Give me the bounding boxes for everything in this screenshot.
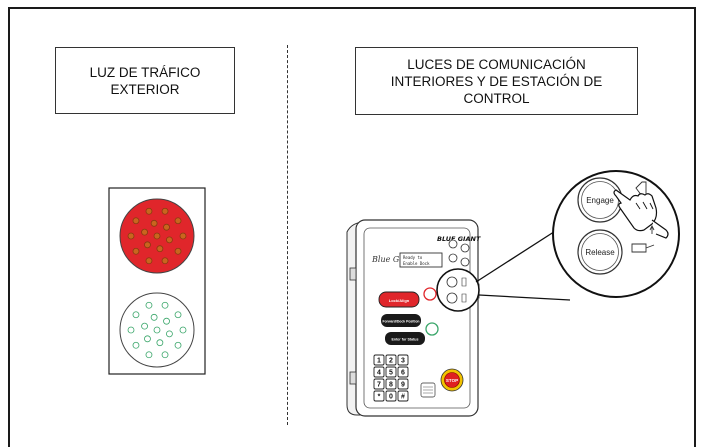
green-led (179, 326, 187, 334)
red-led (127, 232, 135, 240)
keypad-key-label: 0 (389, 394, 393, 401)
green-led (132, 341, 140, 349)
red-led (174, 217, 182, 225)
green-led (141, 322, 148, 330)
svg-text:Forward/Dock Position: Forward/Dock Position (383, 320, 420, 324)
green-led (166, 330, 173, 338)
up-button[interactable] (460, 243, 470, 253)
green-light-leds (127, 301, 187, 359)
keypad-key-label: 7 (377, 382, 381, 389)
illustration-canvas: BLUE GIANT Blue Genius Ready to Enable D… (108, 170, 680, 417)
keypad-key[interactable] (385, 366, 397, 378)
control-station: BLUE GIANT Blue Genius Ready to Enable D… (346, 219, 481, 417)
red-led (153, 232, 161, 240)
svg-text:Lock/Align: Lock/Align (389, 298, 410, 303)
keypad-key-label: * (378, 394, 381, 401)
hand-pointer-icon (613, 189, 669, 239)
green-led (132, 311, 140, 319)
red-led (156, 245, 164, 253)
red-led (179, 232, 187, 240)
green-led (153, 326, 161, 334)
interior-label-text: LUCES DE COMUNICACIÓN INTERIORES Y DE ES… (390, 56, 603, 106)
green-led (161, 351, 169, 359)
brand-logo: BLUE GIANT (437, 235, 481, 243)
red-led (150, 219, 158, 227)
red-led (145, 207, 153, 215)
engage-label: Engage (586, 196, 614, 205)
red-led (174, 247, 182, 255)
enter-button[interactable] (448, 253, 458, 263)
interior-lights-label: LUCES DE COMUNICACIÓN INTERIORES Y DE ES… (355, 47, 638, 115)
keypad-key[interactable] (385, 378, 397, 390)
red-led (132, 217, 140, 225)
lcd-line-1: Ready to (403, 255, 423, 260)
red-led (161, 207, 169, 215)
red-light-leds (127, 207, 187, 265)
release-button[interactable] (577, 229, 623, 275)
green-led (150, 313, 158, 321)
keypad-key[interactable] (397, 366, 409, 378)
forward-position-button[interactable] (381, 314, 421, 327)
green-led (156, 339, 164, 347)
truck-green-indicator (425, 322, 439, 336)
lock-align-button[interactable] (378, 291, 420, 308)
keypad-key-label: 1 (377, 358, 381, 365)
green-led (144, 335, 151, 343)
release-label: Release (585, 248, 615, 257)
red-led (145, 257, 153, 265)
red-led (144, 241, 151, 249)
green-led (145, 351, 153, 359)
lcd-line-2: Enable Dock (403, 261, 430, 266)
lcd-display (399, 252, 443, 268)
keypad-key-label: 3 (401, 358, 405, 365)
red-led (132, 247, 140, 255)
keypad-key-label: 2 (389, 358, 393, 365)
truck-red-indicator (423, 287, 437, 301)
green-led (174, 341, 182, 349)
green-led (145, 301, 153, 309)
down-button[interactable] (460, 257, 470, 267)
red-led (141, 228, 148, 236)
keypad-key[interactable] (373, 366, 385, 378)
exterior-label-text: LUZ DE TRÁFICO EXTERIOR (89, 64, 201, 97)
diagram-frame (8, 7, 696, 447)
script-logo: Blue Genius (371, 255, 421, 264)
stop-button[interactable] (444, 372, 460, 388)
keypad-key[interactable] (373, 378, 385, 390)
keypad-key[interactable] (373, 390, 385, 402)
red-led (161, 257, 169, 265)
keypad-key[interactable] (373, 354, 385, 366)
green-led (163, 317, 170, 325)
red-led (166, 236, 173, 244)
traffic-light (108, 187, 206, 375)
keypad-key-label: 6 (401, 370, 405, 377)
keypad-key[interactable] (397, 354, 409, 366)
red-led (163, 223, 170, 231)
keypad-key-label: 8 (389, 382, 393, 389)
lock-release-icon (631, 243, 655, 253)
green-led (127, 326, 135, 334)
keypad-key[interactable] (397, 378, 409, 390)
zoom-source-circle (436, 268, 480, 312)
green-led (161, 301, 169, 309)
keypad-key[interactable] (385, 354, 397, 366)
keypad-key-label: 5 (389, 370, 393, 377)
keypad-key-label: 4 (377, 370, 381, 377)
zoom-connector-bottom (478, 294, 571, 301)
keypad-key[interactable] (385, 390, 397, 402)
enter-status-button[interactable] (385, 332, 425, 345)
svg-text:Enter for Status: Enter for Status (392, 338, 419, 342)
keypad: 1 2 3 4 5 6 7 8 9 * 0 # (373, 354, 409, 402)
menu-button[interactable] (448, 239, 458, 249)
zoom-detail: Engage Release (552, 170, 680, 298)
keypad-key-label: 9 (401, 382, 405, 389)
keypad-key[interactable] (397, 390, 409, 402)
zoom-connector-top (475, 227, 561, 283)
section-divider (287, 45, 288, 425)
svg-text:STOP: STOP (446, 378, 458, 383)
exterior-traffic-light-label: LUZ DE TRÁFICO EXTERIOR (55, 47, 235, 114)
green-led (174, 311, 182, 319)
keypad-key-label: # (401, 394, 405, 401)
